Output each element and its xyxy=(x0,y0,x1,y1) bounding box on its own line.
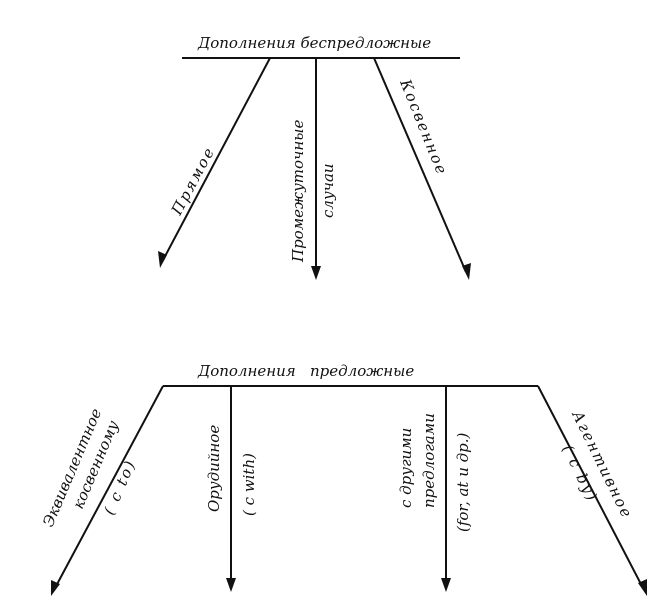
top-branch-direct-label: Прямое xyxy=(167,143,219,219)
bottom-branch-equivalent-label-3: ( c to) xyxy=(100,456,140,517)
bottom-branch-instrumental-arrowhead xyxy=(226,578,236,592)
top-title: Дополнения беспредложные xyxy=(197,34,431,52)
top-branch-intermediate-label-2: случаи xyxy=(319,163,337,218)
bottom-branch-other-label-2: предлогами xyxy=(420,413,438,508)
top-branch-direct-arrowhead xyxy=(158,251,167,268)
top-branch-indirect-arrowhead xyxy=(462,263,471,280)
bottom-branch-other-arrowhead xyxy=(441,578,451,592)
bottom-branch-other-label-3: (for, at и др.) xyxy=(454,432,472,532)
bottom-branch-agentive-arrowhead xyxy=(638,579,647,596)
bottom-title: Дополнения предложные xyxy=(197,362,414,380)
bottom-branch-other-label-1: с другими xyxy=(397,428,415,508)
bottom-branch-equivalent-line xyxy=(54,385,164,589)
top-tree: Дополнения беспредложные Прямое Промежут… xyxy=(158,34,471,280)
bottom-branch-equivalent-arrowhead xyxy=(51,580,60,596)
top-branch-direct-line xyxy=(161,57,271,263)
bottom-branch-instrumental-label-2: ( c with) xyxy=(240,453,258,516)
bottom-branch-instrumental-label-1: Орудийное xyxy=(205,425,223,512)
bottom-branch-agentive-line xyxy=(537,385,644,589)
top-branch-indirect-line xyxy=(373,57,467,273)
top-branch-intermediate-arrowhead xyxy=(311,266,321,280)
bottom-tree: Дополнения предложные Эквивалентное косв… xyxy=(39,362,647,596)
top-branch-intermediate-label-1: Промежуточные xyxy=(289,120,307,263)
